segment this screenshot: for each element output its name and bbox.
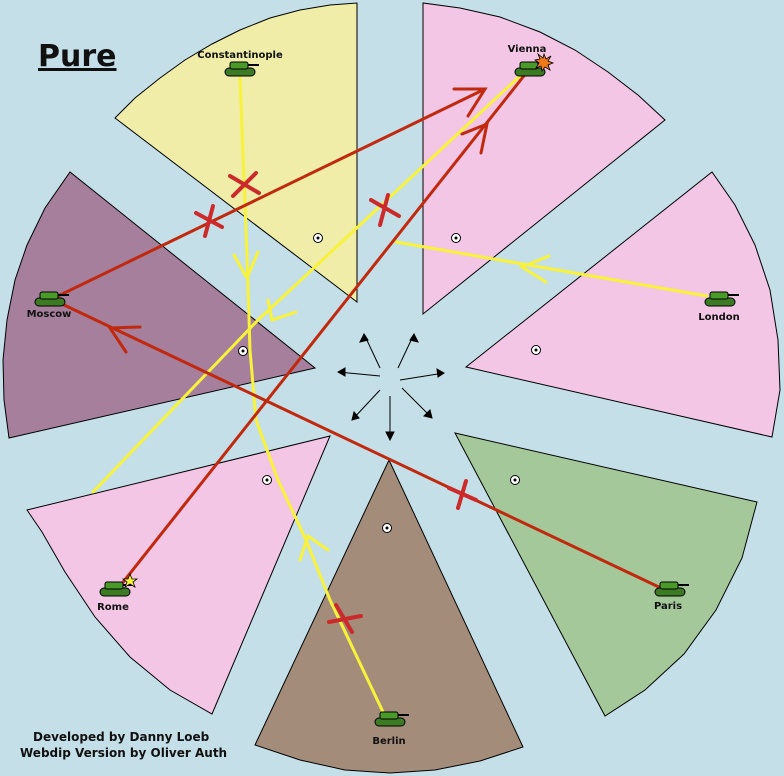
label-london: London bbox=[698, 312, 740, 323]
supply-center-vienna-icon bbox=[451, 233, 461, 243]
territory-berlin[interactable] bbox=[254, 458, 524, 774]
support-arrowhead-2 bbox=[266, 298, 298, 322]
order-constantinople-support bbox=[238, 76, 385, 714]
army-paris-icon[interactable] bbox=[654, 581, 689, 597]
supply-centers bbox=[238, 233, 541, 533]
attack-arrowhead-2 bbox=[460, 121, 490, 155]
map-title: Pure bbox=[38, 39, 117, 74]
label-constantinople: Constantinople bbox=[197, 50, 283, 61]
label-paris: Paris bbox=[654, 601, 682, 612]
compass-arrows-icon bbox=[336, 333, 445, 442]
credit-webdip: Webdip Version by Oliver Auth bbox=[20, 746, 227, 760]
territory-labels: Constantinople Vienna London Paris Berli… bbox=[27, 44, 740, 747]
territory-constantinople[interactable] bbox=[114, 2, 358, 304]
credit-developer: Developed by Danny Loeb bbox=[33, 730, 210, 744]
cross-icon bbox=[369, 193, 401, 227]
cross-icon bbox=[228, 171, 261, 198]
supply-center-paris-icon bbox=[510, 475, 520, 485]
territory-rome[interactable] bbox=[26, 435, 331, 715]
cross-icon bbox=[447, 479, 478, 510]
label-rome: Rome bbox=[97, 602, 129, 613]
supply-center-moscow-icon bbox=[238, 346, 248, 356]
order-paris-move bbox=[60, 302, 665, 591]
army-berlin-icon[interactable] bbox=[374, 711, 409, 727]
attack-arrowhead-1 bbox=[452, 87, 488, 118]
star-icon bbox=[121, 572, 139, 588]
attack-orders bbox=[52, 70, 665, 591]
failed-order-markers bbox=[194, 171, 478, 634]
cross-icon bbox=[194, 204, 224, 238]
order-rome-move bbox=[118, 70, 529, 588]
supply-center-rome-icon bbox=[262, 475, 272, 485]
label-moscow: Moscow bbox=[27, 309, 72, 320]
label-berlin: Berlin bbox=[372, 736, 405, 747]
order-moscow-move bbox=[52, 87, 487, 300]
territory-london[interactable] bbox=[464, 171, 781, 438]
supply-center-constantinople-icon bbox=[313, 233, 323, 243]
army-rome-icon[interactable] bbox=[99, 581, 134, 597]
support-arrowhead-4 bbox=[518, 254, 551, 284]
support-arrowhead-3 bbox=[298, 533, 330, 562]
units bbox=[34, 52, 739, 727]
army-london-icon[interactable] bbox=[704, 291, 739, 307]
territory-vienna[interactable] bbox=[422, 2, 666, 316]
attack-arrowhead-3 bbox=[107, 325, 142, 354]
territory-paris[interactable] bbox=[454, 432, 758, 717]
support-arrowhead-1 bbox=[232, 250, 260, 282]
army-moscow-icon[interactable] bbox=[34, 291, 69, 307]
order-berlin-support bbox=[91, 72, 524, 494]
cross-icon bbox=[327, 603, 363, 634]
supply-center-london-icon bbox=[531, 345, 541, 355]
support-orders bbox=[91, 72, 709, 714]
territory-moscow[interactable] bbox=[2, 171, 317, 439]
supply-center-berlin-icon bbox=[382, 523, 392, 533]
army-constantinople-icon[interactable] bbox=[224, 61, 259, 77]
order-london-support bbox=[394, 240, 709, 298]
label-vienna: Vienna bbox=[508, 44, 547, 55]
dislodged-burst-icon bbox=[534, 52, 555, 72]
